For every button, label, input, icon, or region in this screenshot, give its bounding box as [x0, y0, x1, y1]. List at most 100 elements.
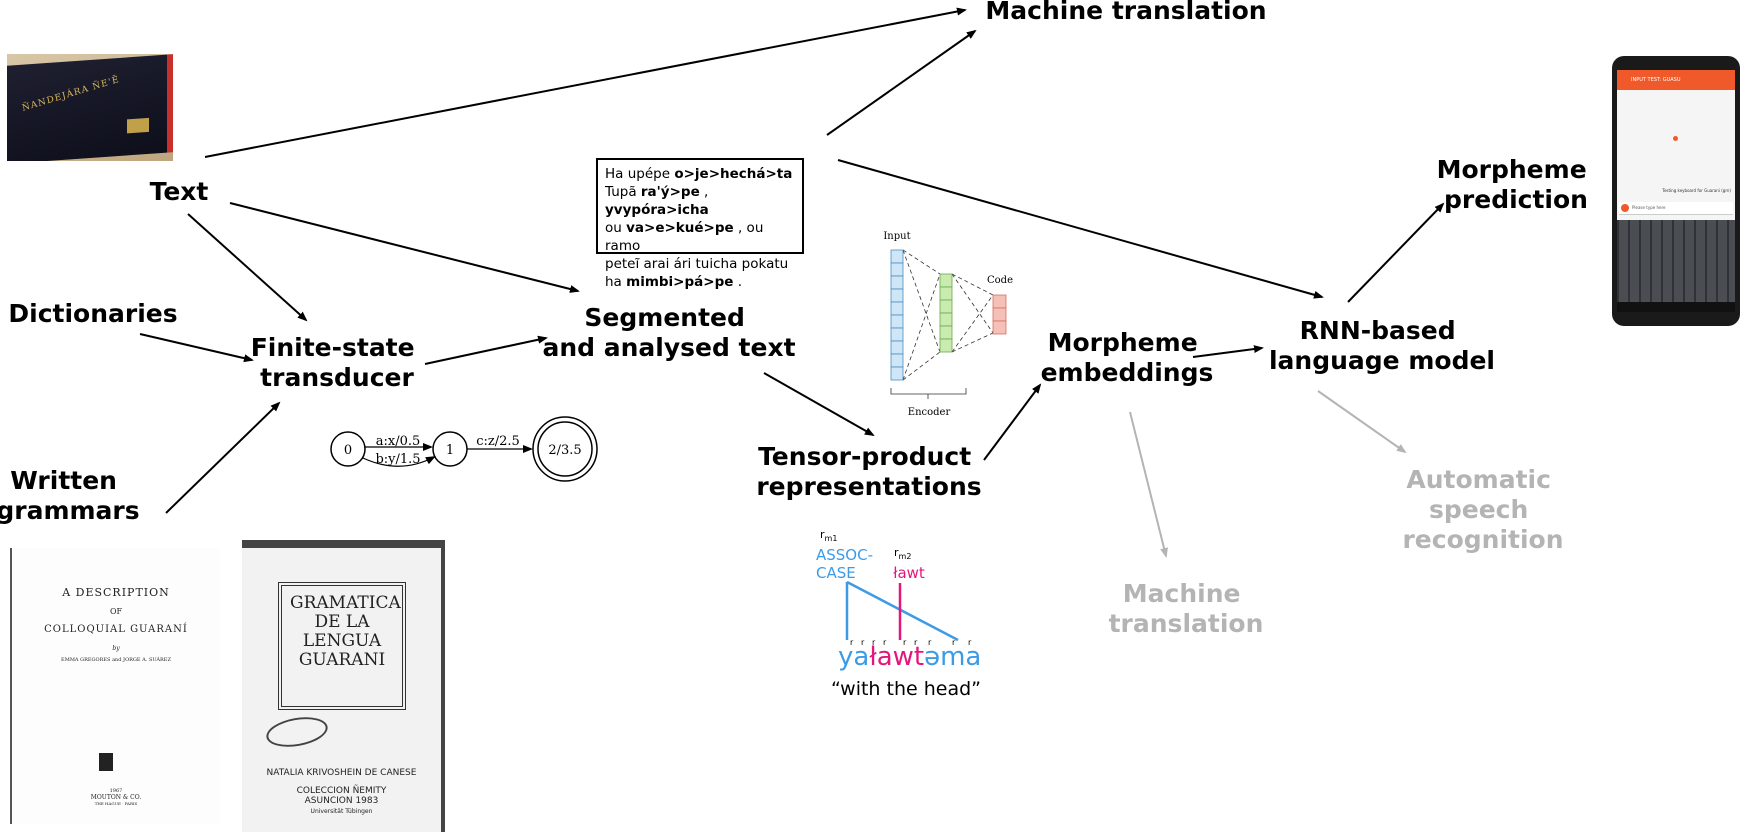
gramatica-library: Universität Tübingen — [310, 808, 373, 815]
arrow-text-to-fst — [187, 213, 308, 322]
tpr-filler-assoc: ASSOC- CASE — [816, 546, 878, 582]
fst-edge-a-label: a:x/0.5 — [376, 434, 421, 449]
desc-year: 1967 — [109, 788, 123, 794]
desc-publisher-logo — [99, 753, 113, 771]
phone-header: INPUT TEST: GUASU — [1617, 70, 1735, 90]
autoencoder-figure: Input Code Encoder — [883, 231, 1013, 418]
phone-screen: INPUT TEST: GUASU Testing keyboard for G… — [1617, 70, 1735, 312]
node-machine-translation: Machine translation — [985, 0, 1266, 25]
autoencoder-connections — [902, 249, 994, 381]
desc-by: by — [112, 645, 120, 652]
gramatica-frame: GRAMATICA DE LA LENGUA GUARANI — [278, 582, 406, 710]
arrow-text-to-segmented — [229, 202, 580, 293]
fst-state-0 — [330, 431, 366, 467]
desc-title-2: OF — [109, 607, 123, 616]
fst-state-0-label: 0 — [344, 443, 352, 458]
desc-authors: EMMA GREGORES and JORGE A. SUÁREZ — [61, 657, 171, 663]
phone-keyboard — [1617, 220, 1735, 302]
phone-input-placeholder: Please type here — [1632, 205, 1666, 210]
tpr-blue-link — [845, 580, 959, 642]
node-written-grammars: Written grammars — [0, 466, 140, 525]
autoencoder-code-layer — [992, 294, 1007, 335]
tpr-filler-lawt: ławt — [893, 564, 925, 582]
arrow-tpr-to-embeddings — [983, 383, 1042, 461]
gramatica-collection: COLECCION ÑEMITY — [296, 786, 387, 796]
example-line-5: ha mimbi>pá>pe . — [605, 274, 742, 290]
fst-edge-c-label: c:z/2.5 — [476, 434, 520, 449]
svg-text:r: r — [872, 638, 876, 647]
autoencoder-input-layer — [890, 249, 904, 381]
fst-edge-b — [362, 456, 436, 467]
arrow-fst-to-segmented — [424, 335, 548, 365]
gramatica-title-1: GRAMATICA — [290, 593, 401, 613]
arrow-text-to-mt — [204, 7, 967, 158]
arrow-embeddings-to-future-mt — [1129, 411, 1168, 558]
gramatica-stamp — [264, 712, 330, 752]
desc-title-3: COLLOQUIAL GUARANÍ — [44, 624, 188, 635]
fst-edge-b-label: b:y/1.5 — [375, 452, 420, 467]
bible-photo: ÑANDEJÁRA ÑE'Ẽ — [7, 54, 173, 161]
svg-text:r: r — [883, 638, 887, 647]
phone-screenshot: INPUT TEST: GUASU Testing keyboard for G… — [1612, 56, 1740, 326]
node-finite-state-transducer: Finite-state transducer — [251, 333, 424, 392]
gramatica-place-year: ASUNCION 1983 — [304, 796, 379, 806]
example-line-4: peteĩ arai ári tuicha pokatu — [605, 256, 789, 272]
book-description-guarani: A DESCRIPTION OF COLLOQUIAL GUARANÍ by E… — [10, 548, 220, 824]
bible-emblem — [127, 117, 149, 134]
fst-graph: 0 1 2/3.5 a:x/0.5 b:y/1.5 c:z/2.5 — [330, 416, 598, 482]
bible-cover: ÑANDEJÁRA ÑE'Ẽ — [7, 54, 173, 161]
phone-app-title: INPUT TEST: GUASU — [1631, 77, 1681, 83]
tpr-role-1: rm1 — [820, 528, 837, 543]
gramatica-title-2: DE LA — [314, 612, 370, 632]
gramatica-author: NATALIA KRIVOSHEIN DE CANESE — [266, 768, 417, 778]
svg-text:r: r — [850, 638, 854, 647]
svg-text:r: r — [903, 638, 907, 647]
node-labels: Machine translation Text Dictionaries Wr… — [0, 0, 1596, 638]
bible-title: ÑANDEJÁRA ÑE'Ẽ — [21, 74, 121, 114]
autoencoder-input-label: Input — [883, 231, 910, 242]
autoencoder-encoder-label: Encoder — [908, 407, 951, 418]
arrows — [139, 7, 1445, 558]
desc-place: THE HAGUE · PARIS — [94, 801, 138, 806]
autoencoder-hidden-layer — [939, 273, 953, 353]
node-machine-translation-future: Machine translation — [1109, 579, 1264, 638]
node-segmented-text: Segmented and analysed text — [542, 303, 795, 362]
example-line-3: ou va>e>kué>pe , ou ramo — [605, 220, 764, 254]
phone-input: Please type here — [1619, 202, 1733, 215]
gramatica-title-4: GUARANI — [298, 650, 386, 670]
node-morpheme-embeddings: Morpheme embeddings — [1041, 328, 1214, 387]
svg-text:r: r — [861, 638, 865, 647]
arrow-segmented-to-mt — [826, 29, 977, 136]
autoencoder-code-label: Code — [987, 275, 1013, 286]
gramatica-title-3: LENGUA — [302, 631, 382, 651]
node-text: Text — [150, 177, 209, 206]
arrow-segmented-to-rnn — [837, 159, 1324, 299]
node-morpheme-prediction: Morpheme prediction — [1437, 155, 1596, 214]
autoencoder-encoder-brace — [890, 388, 967, 399]
node-dictionaries: Dictionaries — [8, 299, 177, 328]
arrow-grammars-to-fst — [165, 401, 281, 514]
desc-title-1: A DESCRIPTION — [62, 586, 170, 599]
arrow-rnn-to-prediction — [1347, 202, 1445, 303]
svg-text:r: r — [914, 638, 918, 647]
phone-nav-bar — [1617, 302, 1735, 312]
svg-text:r: r — [968, 638, 972, 647]
example-line-1: Ha upépe o>je>hechá>ta — [605, 166, 793, 182]
arrow-embeddings-to-rnn — [1192, 345, 1264, 358]
arrow-dictionaries-to-fst — [139, 333, 254, 363]
arrow-segmented-to-tpr — [763, 372, 875, 436]
node-tensor-product: Tensor-product representations — [756, 442, 981, 501]
node-rnn-language-model: RNN-based language model — [1269, 316, 1495, 375]
tpr-role-2: rm2 — [894, 546, 911, 561]
phone-input-icon — [1621, 204, 1629, 212]
fst-state-final-inner — [537, 421, 593, 477]
phone-message: Testing keyboard for Guarani (grn) — [1662, 188, 1731, 193]
svg-text:r: r — [928, 638, 932, 647]
phone-avatar — [1673, 136, 1678, 141]
svg-text:r: r — [952, 638, 956, 647]
arrow-rnn-to-asr — [1317, 390, 1407, 454]
tpr-word: yaławtəma — [838, 642, 981, 672]
